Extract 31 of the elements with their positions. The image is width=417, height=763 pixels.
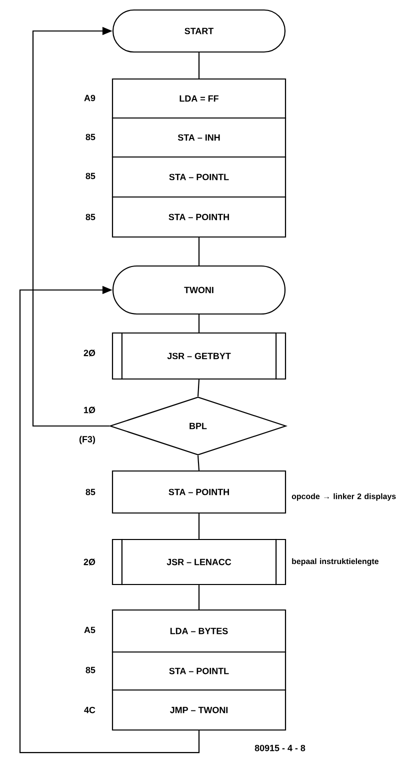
connector-line (198, 585, 200, 610)
opcode-label: 85 (86, 214, 96, 220)
process-box: STA – POINTH (112, 470, 286, 514)
opcode-label: 4C (84, 706, 96, 714)
subroutine-box: JSR – LENACC (112, 538, 286, 586)
process-box: JMP – TWONI (112, 689, 286, 731)
connector-line (197, 456, 200, 470)
opcode-label: 85 (86, 134, 96, 140)
opcode-label: 2Ø (84, 558, 96, 566)
loop-arrow (19, 286, 200, 754)
opcode-label: 85 (86, 488, 96, 496)
process-box: STA – POINTL (112, 156, 286, 198)
connector-line (198, 52, 200, 78)
process-box: LDA – BYTES (112, 609, 286, 653)
opcode-label: 85 (86, 666, 96, 674)
subroutine-box: JSR – GETBYT (112, 332, 286, 380)
figure-number: 80915 - 4 - 8 (254, 744, 306, 752)
process-box: STA – POINTL (112, 651, 286, 691)
opcode-label: 1Ø (84, 406, 96, 414)
connector-line (197, 380, 200, 396)
opcode-label: 2Ø (84, 350, 96, 356)
opcode-label: (F3) (79, 436, 96, 444)
process-box: LDA = FF (112, 78, 286, 119)
connector-line (198, 314, 200, 332)
process-box: STA – POINTH (112, 196, 286, 238)
opcode-label: 85 (86, 172, 96, 180)
process-box: STA – INH (112, 117, 286, 158)
connector-line (198, 514, 200, 539)
opcode-label: A9 (84, 94, 96, 102)
connector-line (198, 238, 200, 266)
opcode-label: A5 (84, 626, 96, 634)
